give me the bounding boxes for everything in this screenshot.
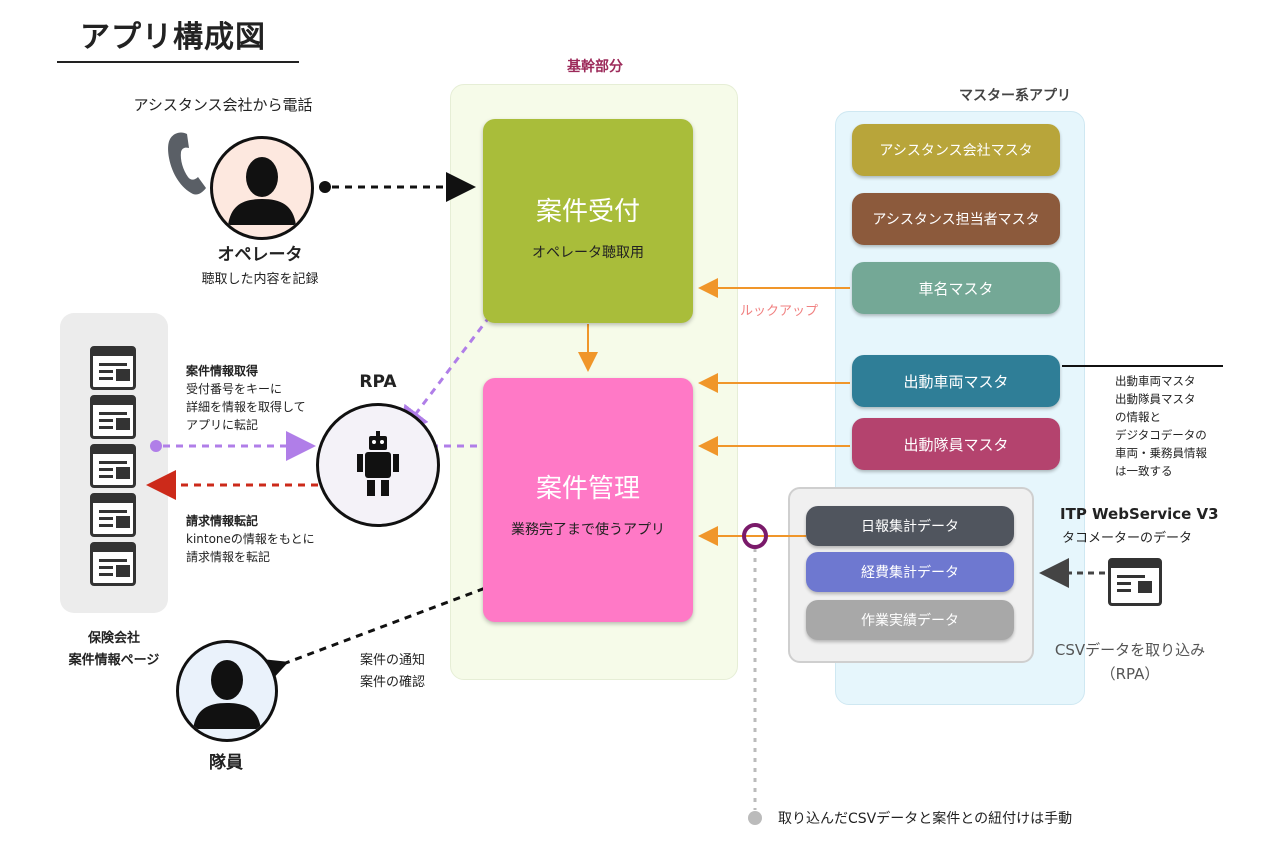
document-icon — [90, 493, 136, 537]
case-reception-subtitle: オペレータ聴取用 — [532, 245, 644, 261]
master-vehicle[interactable]: 出動車両マスタ — [852, 355, 1060, 407]
core-label: 基幹部分 — [567, 59, 623, 75]
operator-name: オペレータ — [217, 245, 303, 265]
case-management-box[interactable]: 案件管理 業務完了まで使うアプリ — [483, 378, 693, 622]
rpa-node[interactable] — [316, 403, 440, 527]
fetch-note-line: 詳細を情報を取得して — [186, 400, 306, 414]
vehicle-note-line: 出動隊員マスタ — [1115, 392, 1196, 406]
bottom-note: 取り込んだCSVデータと案件との紐付けは手動 — [778, 811, 1073, 827]
operator-avatar — [210, 136, 314, 240]
billing-note: 請求情報転記 kintoneの情報をもとに 請求情報を転記 — [186, 512, 336, 566]
case-reception-box[interactable]: 案件受付 オペレータ聴取用 — [483, 119, 693, 323]
vehicle-note: 出動車両マスタ 出動隊員マスタ の情報と デジタコデータの 車両・乗務員情報 は… — [1115, 372, 1255, 480]
person-icon — [193, 660, 261, 729]
member-avatar — [176, 640, 278, 742]
document-icon — [90, 395, 136, 439]
rpa-label: RPA — [359, 372, 397, 392]
csv-import-line2: （RPA） — [1100, 665, 1160, 683]
case-management-subtitle: 業務完了まで使うアプリ — [511, 522, 665, 538]
billing-note-title: 請求情報転記 — [186, 514, 259, 528]
billing-note-line: kintoneの情報をもとに — [186, 532, 315, 546]
fetch-note: 案件情報取得 受付番号をキーに 詳細を情報を取得して アプリに転記 — [186, 362, 326, 434]
operator-desc: 聴取した内容を記録 — [201, 272, 319, 287]
master-assistance-staff[interactable]: アシスタンス担当者マスタ — [852, 193, 1060, 245]
master-label: マスター系アプリ — [959, 88, 1071, 104]
member-management-arrow — [255, 572, 518, 687]
page-title: アプリ構成図 — [80, 20, 266, 55]
manual-link-marker — [742, 523, 768, 549]
lookup-label: ルックアップ — [740, 304, 819, 319]
itp-subtitle: タコメーターのデータ — [1062, 531, 1193, 546]
fetch-note-line: アプリに転記 — [186, 418, 259, 432]
operator-to-reception-arrow — [319, 172, 476, 202]
vehicle-note-line: 出動車両マスタ — [1115, 374, 1196, 388]
rpa-to-insurer-arrow — [146, 470, 344, 500]
vehicle-note-line: は一致する — [1115, 464, 1173, 478]
member-note: 案件の通知 案件の確認 — [360, 650, 425, 694]
csv-daily-report[interactable]: 日報集計データ — [806, 506, 1014, 546]
insurer-label: 保険会社 案件情報ページ — [50, 628, 178, 672]
title-underline — [57, 61, 299, 63]
csv-import-line1: CSVデータを取り込み — [1054, 641, 1206, 659]
master-car-name[interactable]: 車名マスタ — [852, 262, 1060, 314]
robot-icon — [357, 431, 399, 496]
member-note-line: 案件の通知 — [360, 653, 426, 668]
fetch-note-line: 受付番号をキーに — [186, 382, 283, 396]
vehicle-note-line: の情報と — [1115, 410, 1161, 424]
vehicle-note-line: 車両・乗務員情報 — [1115, 446, 1207, 460]
itp-title: ITP WebService V3 — [1060, 505, 1219, 523]
member-name: 隊員 — [209, 753, 243, 773]
phone-icon — [168, 132, 206, 195]
document-icon — [90, 444, 136, 488]
document-icon — [90, 542, 136, 586]
billing-note-line: 請求情報を転記 — [186, 550, 271, 564]
person-icon — [228, 157, 296, 225]
csv-work-record[interactable]: 作業実績データ — [806, 600, 1014, 640]
case-management-title: 案件管理 — [535, 474, 640, 504]
fetch-note-title: 案件情報取得 — [186, 364, 259, 378]
operator-caption: アシスタンス会社から電話 — [133, 96, 313, 114]
insurer-to-rpa-arrow — [150, 431, 316, 461]
case-reception-title: 案件受付 — [535, 197, 640, 227]
document-icon — [1108, 558, 1162, 606]
csv-import-note: CSVデータを取り込み （RPA） — [1040, 638, 1220, 686]
insurer-label-line2: 案件情報ページ — [68, 653, 160, 668]
csv-expense[interactable]: 経費集計データ — [806, 552, 1014, 592]
member-note-line: 案件の確認 — [360, 675, 426, 690]
vehicle-note-line: デジタコデータの — [1115, 428, 1207, 442]
document-icon — [90, 346, 136, 390]
insurer-label-line1: 保険会社 — [87, 631, 140, 646]
bottom-note-dot — [748, 811, 762, 825]
master-assistance-company[interactable]: アシスタンス会社マスタ — [852, 124, 1060, 176]
master-member[interactable]: 出動隊員マスタ — [852, 418, 1060, 470]
